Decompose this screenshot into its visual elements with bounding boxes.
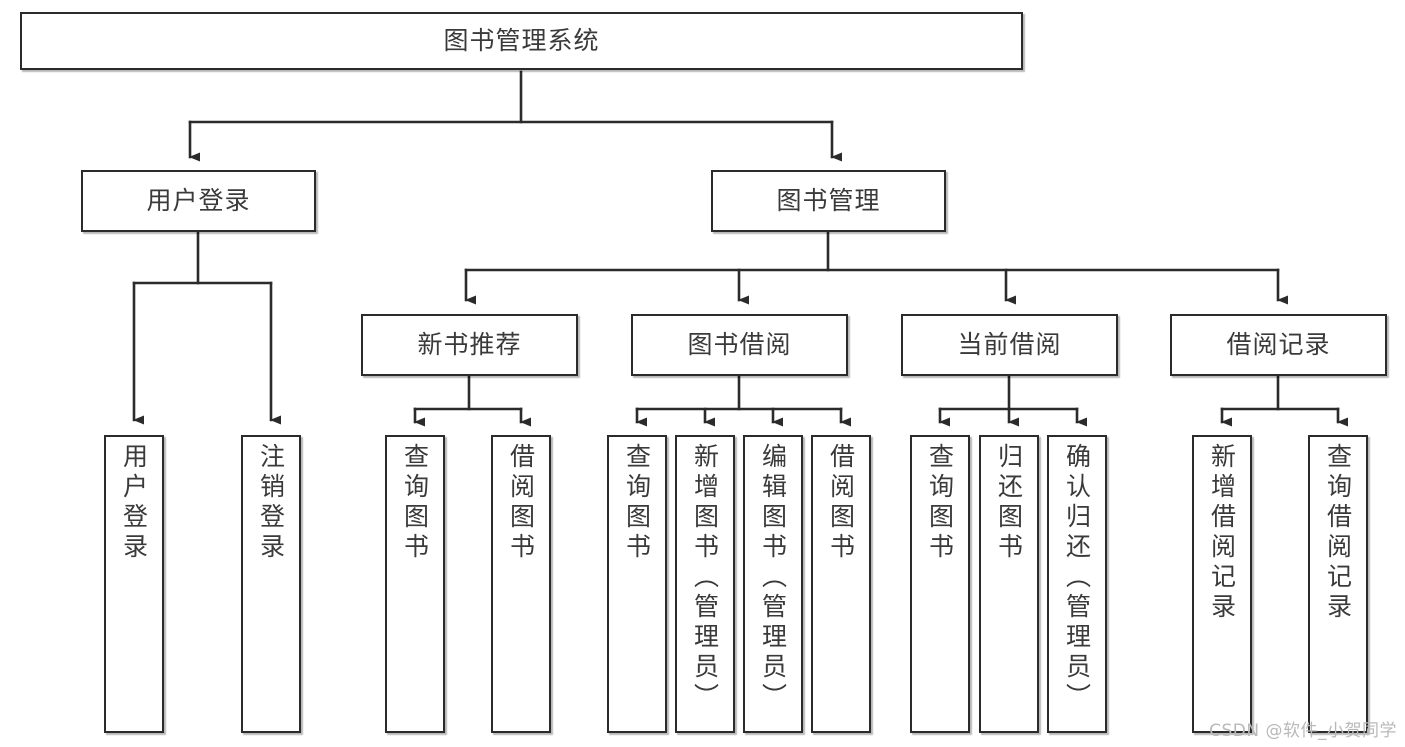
node-current-borrow[interactable]: 当前借阅 <box>901 314 1118 376</box>
node-book-management-label: 图书管理 <box>776 185 881 215</box>
node-leaf-label: 确认归还（管理员） <box>1062 443 1092 713</box>
node-leaf-label: 查询图书 <box>925 443 955 563</box>
node-leaf-current-borrow-return[interactable]: 归还图书 <box>979 435 1039 733</box>
node-leaf-label: 编辑图书（管理员） <box>758 443 788 713</box>
node-leaf-label: 归还图书 <box>994 443 1024 563</box>
node-current-borrow-label: 当前借阅 <box>957 329 1062 359</box>
node-leaf-label: 新增借阅记录 <box>1207 443 1237 623</box>
node-book-borrow-label: 图书借阅 <box>687 329 792 359</box>
node-book-borrow[interactable]: 图书借阅 <box>631 314 848 376</box>
node-root-book-management-system[interactable]: 图书管理系统 <box>20 12 1023 70</box>
node-borrow-record-label: 借阅记录 <box>1226 329 1331 359</box>
node-leaf-borrow-record-add[interactable]: 新增借阅记录 <box>1192 435 1252 733</box>
node-new-book-recommend-label: 新书推荐 <box>417 329 522 359</box>
node-user-login-label: 用户登录 <box>146 185 251 215</box>
node-leaf-current-borrow-query[interactable]: 查询图书 <box>910 435 970 733</box>
node-leaf-label: 借阅图书 <box>826 443 856 563</box>
node-leaf-user-login-logout[interactable]: 注销登录 <box>241 435 301 733</box>
node-leaf-new-book-borrow[interactable]: 借阅图书 <box>491 435 551 733</box>
node-leaf-label: 查询借阅记录 <box>1323 443 1353 623</box>
node-leaf-user-login-login[interactable]: 用户登录 <box>104 435 164 733</box>
node-leaf-label: 新增图书（管理员） <box>690 443 720 713</box>
node-root-label: 图书管理系统 <box>443 25 600 55</box>
node-leaf-new-book-query[interactable]: 查询图书 <box>385 435 445 733</box>
node-borrow-record[interactable]: 借阅记录 <box>1170 314 1387 376</box>
node-leaf-label: 借阅图书 <box>506 443 536 563</box>
node-leaf-label: 查询图书 <box>400 443 430 563</box>
node-leaf-label: 用户登录 <box>119 443 149 563</box>
node-leaf-label: 注销登录 <box>256 443 286 563</box>
node-leaf-book-borrow-query[interactable]: 查询图书 <box>607 435 667 733</box>
node-new-book-recommend[interactable]: 新书推荐 <box>361 314 578 376</box>
node-leaf-book-borrow-add[interactable]: 新增图书（管理员） <box>675 435 735 733</box>
node-book-management[interactable]: 图书管理 <box>711 170 946 232</box>
node-user-login[interactable]: 用户登录 <box>81 170 316 232</box>
node-leaf-book-borrow-borrow[interactable]: 借阅图书 <box>811 435 871 733</box>
node-leaf-borrow-record-query[interactable]: 查询借阅记录 <box>1308 435 1368 733</box>
node-leaf-book-borrow-edit[interactable]: 编辑图书（管理员） <box>743 435 803 733</box>
node-leaf-label: 查询图书 <box>622 443 652 563</box>
node-leaf-current-borrow-confirm[interactable]: 确认归还（管理员） <box>1047 435 1107 733</box>
